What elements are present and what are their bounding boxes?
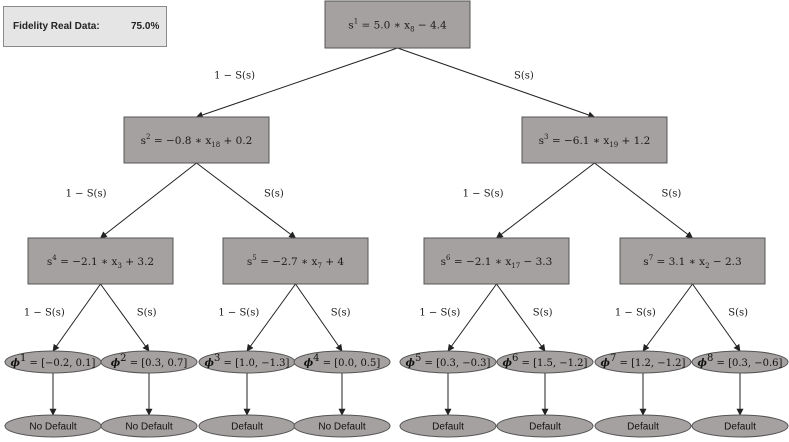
edge-label-right: S(s) xyxy=(533,308,553,319)
edge-label-right: S(s) xyxy=(662,189,682,200)
leaf-phi-1: ϕ1 = [−0.2, 0.1] xyxy=(4,350,102,374)
outcome-label: Default xyxy=(231,422,263,433)
leaf-value: ϕ2 = [0.3, 0.7] xyxy=(111,353,188,369)
split-node-7: s7 = 3.1 ∗ x2 − 2.3 xyxy=(619,237,766,285)
outcome-label: Default xyxy=(627,422,659,433)
leaf-edge xyxy=(692,283,741,352)
leaf-phi-3: ϕ3 = [1.0, −1.3] xyxy=(198,350,296,374)
split-node-3: s3 = −6.1 ∗ x19 + 1.2 xyxy=(521,116,668,164)
edge-label-left: 1 − S(s) xyxy=(218,308,259,319)
outcome-label: No Default xyxy=(29,422,76,433)
leaf-outcome-7: Default xyxy=(594,414,692,438)
node-equation: s7 = 3.1 ∗ x2 − 2.3 xyxy=(643,254,741,270)
leaf-outcome-8: Default xyxy=(691,414,789,438)
leaf-phi-8: ϕ8 = [0.3, −0.6] xyxy=(691,350,789,374)
outcome-label: No Default xyxy=(318,422,365,433)
leaf-ellipse xyxy=(100,350,198,374)
leaf-outcome-3: Default xyxy=(198,414,296,438)
leaf-value: ϕ1 = [−0.2, 0.1] xyxy=(11,353,96,369)
split-node-1: s1 = 5.0 ∗ x8 − 4.4 xyxy=(324,0,471,49)
outcome-ellipse xyxy=(594,414,692,438)
edge-label-right: S(s) xyxy=(331,308,351,319)
edge-label-left: 1 − S(s) xyxy=(463,189,504,200)
leaf-outcome-4: No Default xyxy=(293,414,391,438)
node-equation: s2 = −0.8 ∗ x18 + 0.2 xyxy=(141,133,253,149)
outcome-ellipse xyxy=(293,414,391,438)
node-equation: s5 = −2.7 ∗ x7 + 4 xyxy=(247,254,345,270)
node-box xyxy=(324,0,471,49)
fidelity-box: Fidelity Real Data: 75.0% xyxy=(3,6,167,47)
fidelity-label: Fidelity Real Data: xyxy=(13,21,100,32)
edge-label-left: 1 − S(s) xyxy=(66,189,107,200)
tree-edge xyxy=(397,47,596,119)
node-box xyxy=(123,116,270,164)
leaf-ellipse xyxy=(594,350,692,374)
leaf-edge xyxy=(642,283,693,352)
edge-label-left: 1 − S(s) xyxy=(615,308,656,319)
node-box xyxy=(27,237,174,285)
edge-label-left: 1 − S(s) xyxy=(24,308,65,319)
leaf-ellipse xyxy=(496,350,594,374)
node-equation: s6 = −2.1 ∗ x17 − 3.3 xyxy=(441,254,553,270)
leaf-value: ϕ3 = [1.0, −1.3] xyxy=(205,353,290,369)
outcome-ellipse xyxy=(399,414,497,438)
leaf-edge xyxy=(447,283,497,352)
leaf-edge xyxy=(295,283,343,352)
split-node-2: s2 = −0.8 ∗ x18 + 0.2 xyxy=(123,116,270,164)
leaf-value: ϕ8 = [0.3, −0.6] xyxy=(698,353,783,369)
leaf-phi-7: ϕ7 = [1.2, −1.2] xyxy=(594,350,692,374)
node-equation: s1 = 5.0 ∗ x8 − 4.4 xyxy=(348,18,447,34)
outcome-label: Default xyxy=(529,422,561,433)
edge-label-left: 1 − S(s) xyxy=(419,308,460,319)
outcome-ellipse xyxy=(496,414,594,438)
leaf-outcome-6: Default xyxy=(496,414,594,438)
leaf-ellipse xyxy=(399,350,497,374)
tree-edge xyxy=(99,162,197,239)
fidelity-value: 75.0% xyxy=(131,21,160,32)
node-box xyxy=(423,237,570,285)
outcome-ellipse xyxy=(100,414,198,438)
leaf-ellipse xyxy=(293,350,391,374)
leaf-value: ϕ7 = [1.2, −1.2] xyxy=(601,353,686,369)
tree-edge xyxy=(495,162,595,239)
edge-label-left: 1 − S(s) xyxy=(214,71,255,82)
leaf-value: ϕ4 = [0.0, 0.5] xyxy=(304,353,381,369)
leaf-phi-4: ϕ4 = [0.0, 0.5] xyxy=(293,350,391,374)
leaf-phi-5: ϕ5 = [0.3, −0.3] xyxy=(399,350,497,374)
edge-label-right: S(s) xyxy=(137,308,157,319)
leaf-value: ϕ6 = [1.5, −1.2] xyxy=(503,353,588,369)
leaf-phi-6: ϕ6 = [1.5, −1.2] xyxy=(496,350,594,374)
node-box xyxy=(222,237,369,285)
leaf-outcome-1: No Default xyxy=(4,414,102,438)
outcome-label: No Default xyxy=(125,422,172,433)
tree-edge xyxy=(195,47,398,119)
leaf-phi-2: ϕ2 = [0.3, 0.7] xyxy=(100,350,198,374)
node-equation: s4 = −2.1 ∗ x3 + 3.2 xyxy=(47,254,154,270)
tree-edge xyxy=(594,162,694,239)
leaf-ellipse xyxy=(691,350,789,374)
outcome-label: Default xyxy=(724,422,756,433)
outcome-label: Default xyxy=(432,422,464,433)
leaf-edge xyxy=(496,283,546,352)
edge-label-right: S(s) xyxy=(514,71,534,82)
tree-edge xyxy=(196,162,297,239)
leaf-outcome-2: No Default xyxy=(100,414,198,438)
outcome-ellipse xyxy=(691,414,789,438)
node-box xyxy=(521,116,668,164)
leaf-value: ϕ5 = [0.3, −0.3] xyxy=(406,353,491,369)
node-equation: s3 = −6.1 ∗ x19 + 1.2 xyxy=(539,133,651,149)
leaf-edge xyxy=(100,283,150,352)
node-box xyxy=(619,237,766,285)
leaf-edge xyxy=(246,283,296,352)
split-node-4: s4 = −2.1 ∗ x3 + 3.2 xyxy=(27,237,174,285)
edge-label-right: S(s) xyxy=(728,308,748,319)
split-node-5: s5 = −2.7 ∗ x7 + 4 xyxy=(222,237,369,285)
edge-label-right: S(s) xyxy=(264,189,284,200)
leaf-edge xyxy=(52,283,101,352)
split-node-6: s6 = −2.1 ∗ x17 − 3.3 xyxy=(423,237,570,285)
leaf-outcome-5: Default xyxy=(399,414,497,438)
